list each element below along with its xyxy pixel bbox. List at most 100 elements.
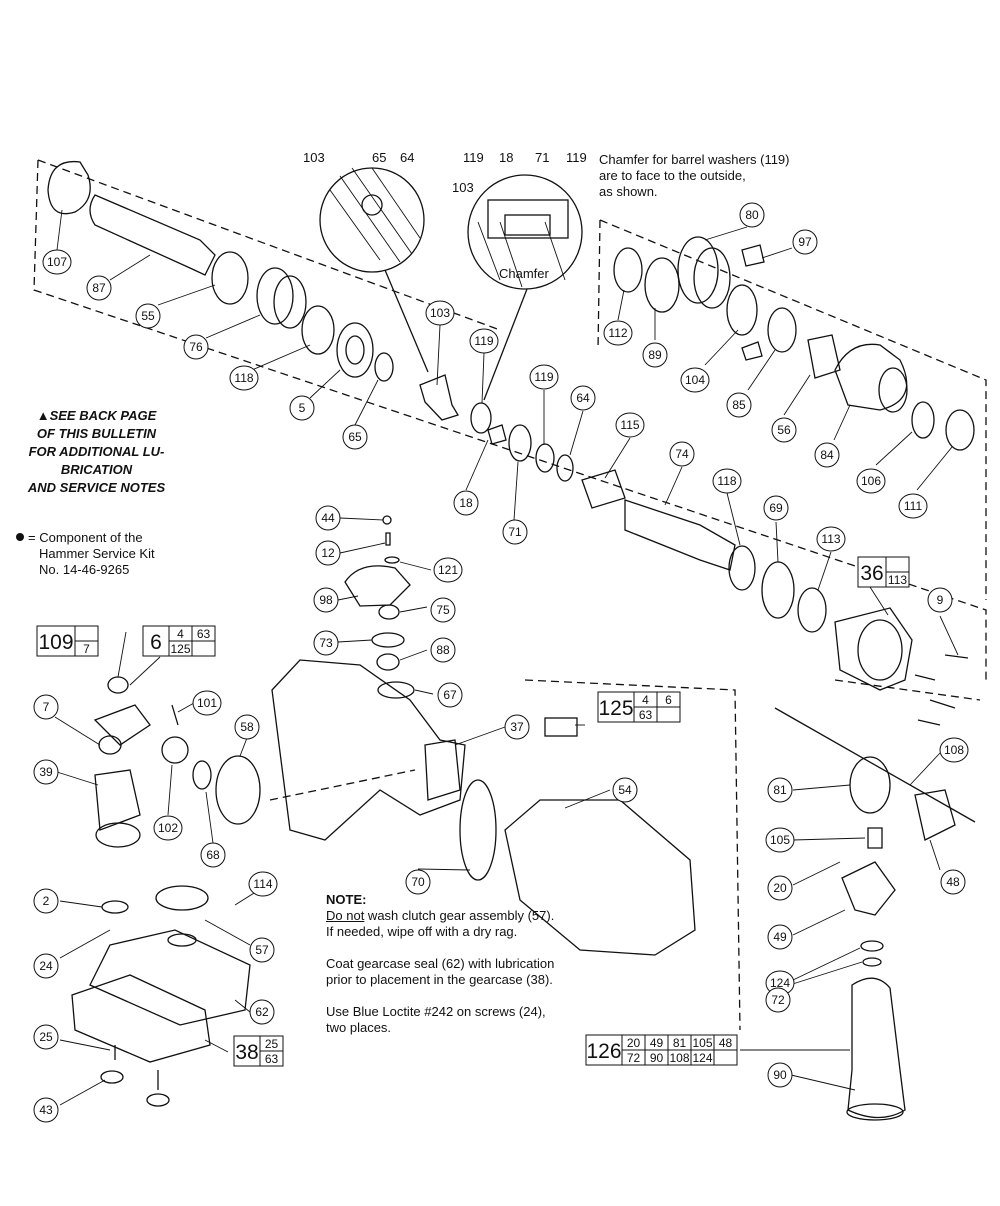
- note-wash-text: wash clutch gear assembly (57). If neede…: [326, 908, 555, 939]
- callout-number: 74: [675, 447, 689, 461]
- callout-number: 64: [576, 391, 590, 405]
- kit-box-sub-number: 4: [642, 693, 649, 707]
- kit-box-sub-number: 63: [639, 708, 653, 722]
- part-98-cover: [344, 565, 411, 607]
- part-102-piston: [161, 736, 189, 764]
- callout-number: 114: [253, 877, 272, 891]
- part-7-bushing: [98, 735, 122, 755]
- kit-box-sub-number: 125: [170, 642, 190, 656]
- part-113-washer: [797, 587, 827, 633]
- callout-circle: [33, 759, 59, 785]
- part-38-housing: [271, 659, 466, 841]
- note-coat: Coat gearcase seal (62) with lubrication…: [326, 956, 555, 987]
- callout-circle: [200, 842, 226, 868]
- callout-number: 2: [43, 894, 50, 908]
- callout-circle: [767, 875, 793, 901]
- callout-circle: [33, 888, 59, 914]
- kit-box-sub-number: 25: [265, 1037, 279, 1051]
- kit-box-sub-number: 4: [177, 627, 184, 641]
- callout-number: 62: [255, 1005, 269, 1019]
- part-68-ring: [192, 760, 212, 790]
- callout-number: 87: [92, 281, 106, 295]
- callout-circle: [726, 392, 752, 418]
- callout-number: 107: [47, 255, 67, 269]
- back-note-line: ▲SEE BACK PAGE: [36, 408, 157, 423]
- callout-number: 5: [299, 401, 306, 415]
- kit-box-main-number: 109: [38, 631, 73, 654]
- callout-circle: [927, 587, 953, 613]
- callout-number: 65: [348, 430, 362, 444]
- callout-number: 121: [438, 563, 458, 577]
- callout-number: 24: [39, 959, 53, 973]
- kit-legend-line: No. 14-46-9265: [39, 562, 130, 577]
- callout-circle: [792, 229, 818, 255]
- callout-number: 111: [904, 499, 923, 513]
- part-76-spring: [256, 267, 294, 325]
- part-109-crank: [93, 704, 151, 746]
- callout-number: 72: [771, 993, 785, 1007]
- back-note-line: BRICATION: [60, 462, 133, 477]
- callout-number: 48: [946, 875, 960, 889]
- callout-number: 108: [944, 743, 964, 757]
- chamfer-note-line: as shown.: [599, 184, 658, 199]
- detail-label: 103: [452, 180, 474, 195]
- part-97-clip: [741, 244, 765, 267]
- callout-circle: [313, 587, 339, 613]
- callout-number: 97: [798, 235, 812, 249]
- kit-box-main-number: 36: [860, 562, 883, 585]
- callout-number: 115: [620, 418, 639, 432]
- callout-circle: [433, 557, 463, 583]
- service-kit-legend: = Component of the Hammer Service Kit No…: [16, 530, 191, 578]
- kit-box-sub-number: 63: [265, 1052, 279, 1066]
- part-18-pin: [487, 424, 507, 445]
- callout-number: 76: [189, 340, 203, 354]
- callout-circle: [313, 630, 339, 656]
- back-note-line: AND SERVICE NOTES: [27, 480, 166, 495]
- callout-circle: [767, 1062, 793, 1088]
- callout-number: 84: [820, 448, 834, 462]
- part-39-crankshaft: [94, 769, 141, 831]
- gearcase-frame: [269, 679, 981, 1031]
- callout-circle: [135, 303, 161, 329]
- callout-number: 37: [510, 720, 524, 734]
- kit-box-main-number: 125: [598, 697, 633, 720]
- callout-number: 12: [321, 546, 335, 560]
- kit-legend-line: Hammer Service Kit: [39, 546, 155, 561]
- callout-circle: [342, 424, 368, 450]
- callout-circle: [615, 412, 645, 438]
- note-title: NOTE:: [326, 892, 367, 907]
- callout-number: 80: [745, 208, 759, 222]
- callout-number: 119: [474, 334, 493, 348]
- callout-circle: [33, 1097, 59, 1123]
- part-111-cap: [945, 409, 975, 451]
- part-70-oring: [459, 779, 497, 881]
- callout-circle: [712, 468, 742, 494]
- callout-circle: [771, 417, 797, 443]
- chamfer-note-line: are to face to the outside,: [599, 168, 746, 183]
- callout-circle: [603, 320, 633, 346]
- kit-box-sub-number: 72: [627, 1051, 641, 1065]
- callout-circle: [42, 249, 72, 275]
- kit-box-sub-number: 105: [692, 1036, 712, 1050]
- part-74-spindle: [624, 499, 736, 571]
- callout-circle: [504, 714, 530, 740]
- part-75-coil: [378, 604, 400, 620]
- callout-number: 69: [769, 501, 783, 515]
- part-55-nut: [211, 251, 249, 305]
- part-103-spindle: [419, 374, 459, 421]
- note-wash: Do not wash clutch gear assembly (57). I…: [326, 908, 556, 940]
- callout-circle: [437, 682, 463, 708]
- callout-circle: [86, 275, 112, 301]
- callout-circle: [767, 924, 793, 950]
- callout-number: 112: [608, 326, 627, 340]
- part-81-band: [849, 756, 891, 814]
- detail-label: 71: [535, 150, 549, 165]
- part-38-base: [71, 974, 211, 1063]
- back-note-line: FOR ADDITIONAL LU-: [28, 444, 165, 459]
- chamfer-note: Chamfer for barrel washers (119) are to …: [599, 152, 839, 200]
- callout-circle: [612, 777, 638, 803]
- part-118-ring: [728, 545, 756, 591]
